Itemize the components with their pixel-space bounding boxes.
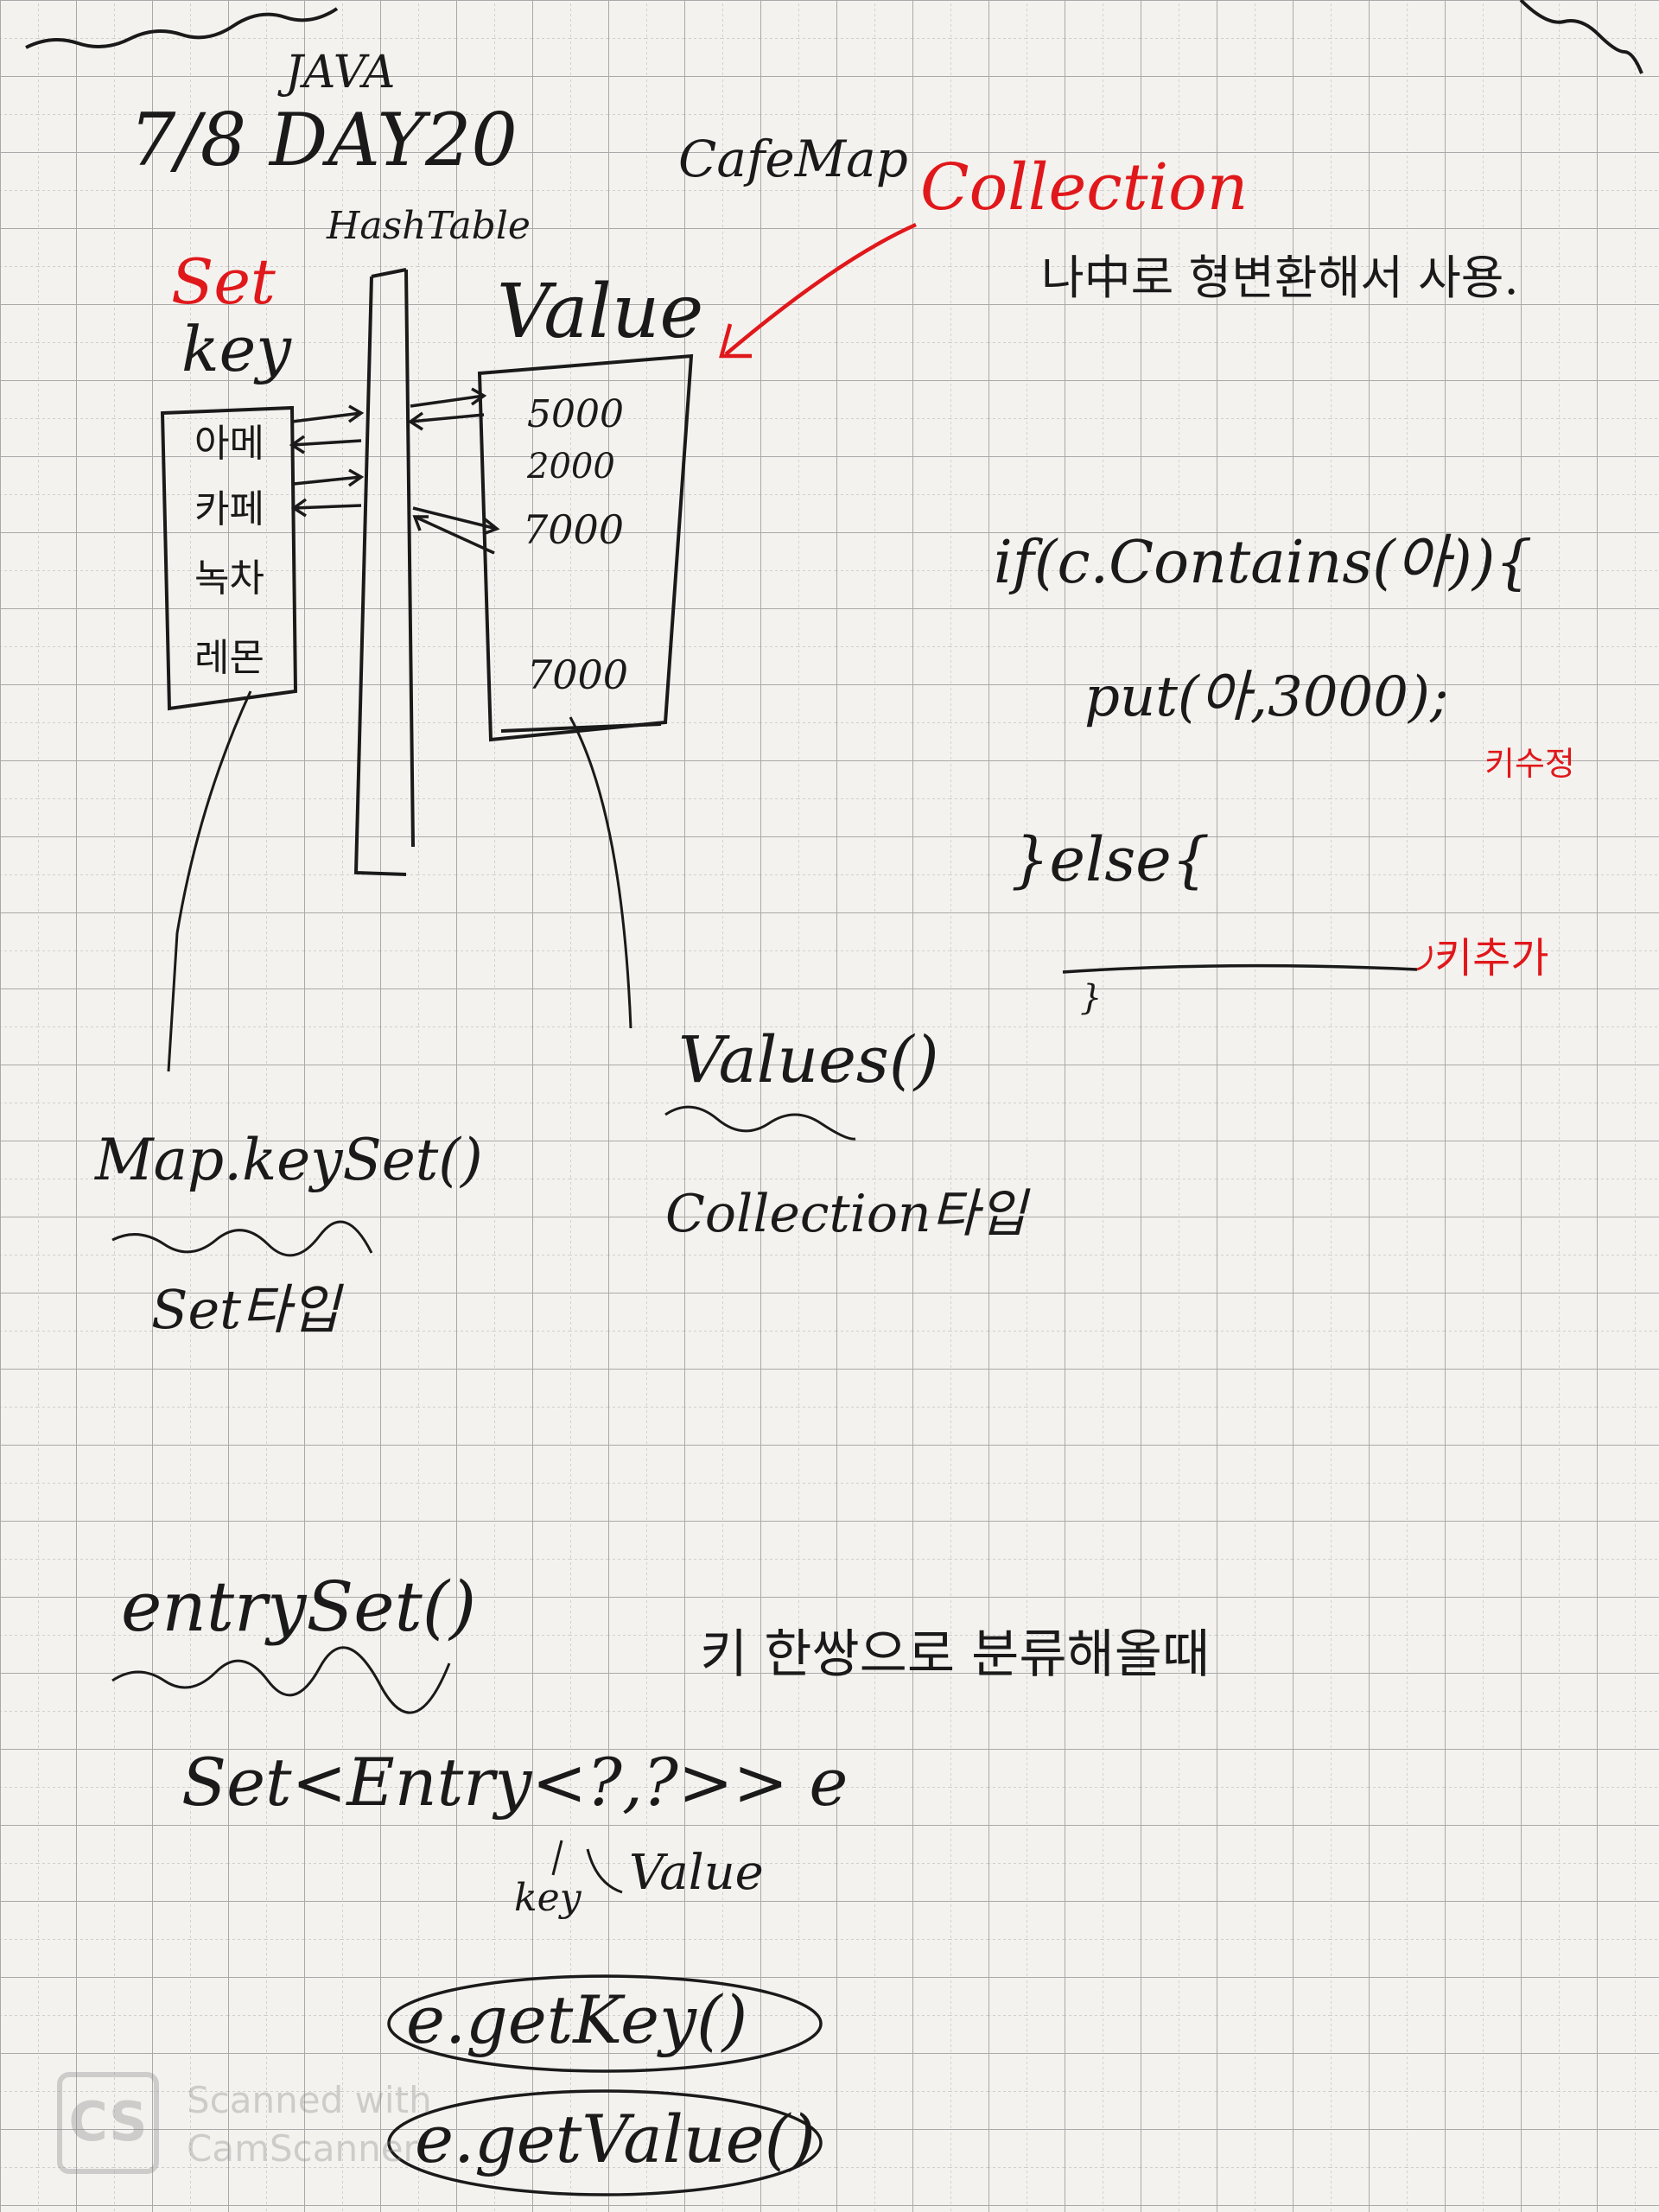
code-note-modify: 키수정 bbox=[1484, 747, 1575, 780]
cast-note: 나中로 형변환해서 사용. bbox=[1041, 255, 1519, 302]
values-method: Values() bbox=[678, 1028, 939, 1092]
code-line-put: put(아,3000); bbox=[1084, 670, 1449, 725]
set-label: Set bbox=[171, 251, 276, 313]
key-item: 녹차 bbox=[194, 560, 264, 598]
key-item: 레몬 bbox=[194, 639, 264, 677]
camscanner-watermark: CS Scanned with CamScanner bbox=[57, 2072, 541, 2176]
key-label: key bbox=[181, 318, 291, 380]
value-item: 5000 bbox=[527, 396, 624, 434]
camscanner-logo-icon: CS bbox=[57, 2072, 159, 2174]
subject-label: JAVA bbox=[285, 50, 395, 95]
keyset-type: Set타입 bbox=[151, 1283, 340, 1337]
key-item: 아메 bbox=[194, 425, 264, 463]
entry-key-label: key bbox=[514, 1879, 582, 1917]
cafemap-label: CafeMap bbox=[678, 134, 908, 184]
keyset-method: Map.keySet() bbox=[95, 1132, 483, 1189]
entryset-note: 키 한쌍으로 분류해올때 bbox=[700, 1629, 1210, 1681]
code-line-else: }else{ bbox=[1011, 830, 1210, 890]
getkey-method: e.getKey() bbox=[406, 1987, 747, 2053]
collection-label: Collection bbox=[920, 156, 1248, 219]
entryset-method: entrySet() bbox=[121, 1573, 476, 1642]
code-line-close: } bbox=[1080, 981, 1102, 1015]
code-line-if: if(c.Contains(아)){ bbox=[994, 534, 1533, 593]
code-note-add: 키추가 bbox=[1434, 938, 1548, 979]
entry-value-label: Value bbox=[629, 1849, 764, 1897]
watermark-line2: CamScanner bbox=[187, 2127, 418, 2170]
value-item: 7000 bbox=[527, 655, 628, 695]
date-title: 7/8 DAY20 bbox=[130, 104, 518, 176]
value-item: 7000 bbox=[523, 510, 624, 550]
set-entry-declaration: Set<Entry<?,?>> e bbox=[181, 1750, 848, 1815]
values-type: Collection타입 bbox=[665, 1188, 1027, 1240]
hashtable-label: HashTable bbox=[327, 207, 531, 245]
value-label: Value bbox=[497, 275, 703, 349]
value-item: 2000 bbox=[527, 449, 615, 484]
key-item: 카페 bbox=[194, 491, 264, 529]
watermark-line1: Scanned with bbox=[187, 2079, 432, 2121]
